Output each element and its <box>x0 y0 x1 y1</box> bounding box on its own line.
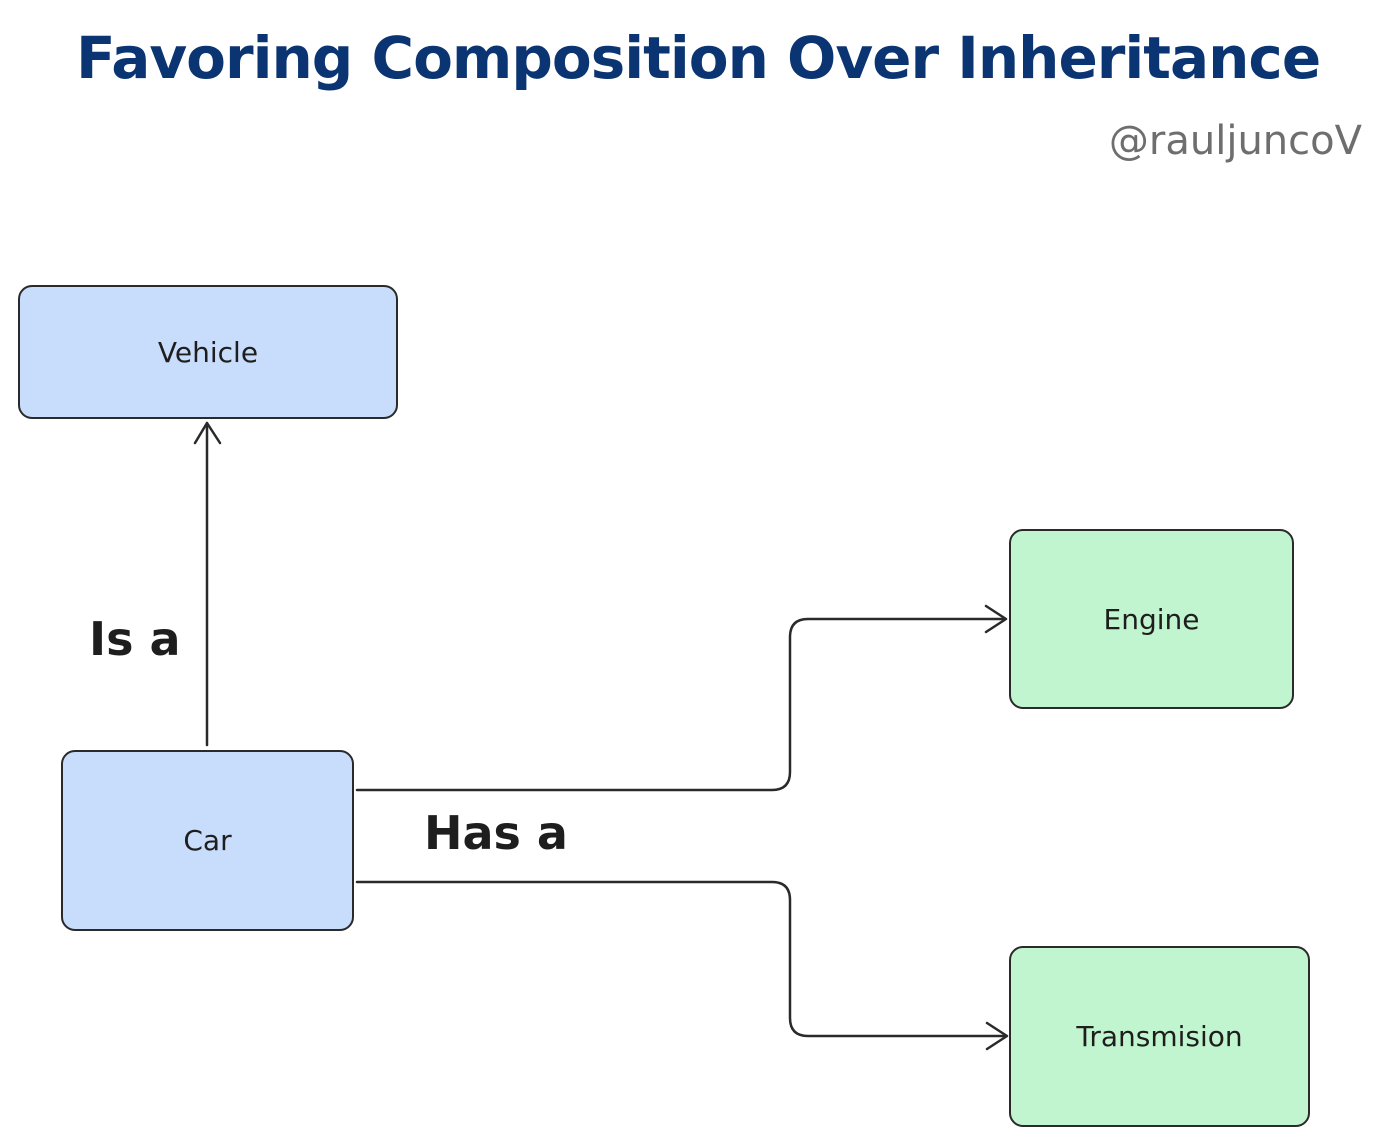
arrowhead-vehicle <box>193 421 222 445</box>
is-a-label: Is a <box>89 612 181 666</box>
engine-label: Engine <box>1103 602 1200 636</box>
car-label: Car <box>183 824 232 857</box>
has-a-label: Has a <box>424 806 568 860</box>
transmission-label: Transmision <box>1076 1020 1243 1053</box>
car-box: Car <box>61 750 354 931</box>
arrowhead-engine <box>984 604 1008 634</box>
arrowhead-transmission <box>985 1021 1009 1051</box>
vehicle-box: Vehicle <box>18 285 398 419</box>
arrow-car-to-transmission <box>355 880 1007 1038</box>
engine-box: Engine <box>1009 529 1294 709</box>
transmission-box: Transmision <box>1009 946 1310 1127</box>
vehicle-label: Vehicle <box>157 335 259 369</box>
author-handle: @rauljuncoV <box>1108 118 1362 164</box>
diagram-title: Favoring Composition Over Inheritance <box>76 24 1321 92</box>
arrow-car-to-engine <box>355 617 1006 792</box>
